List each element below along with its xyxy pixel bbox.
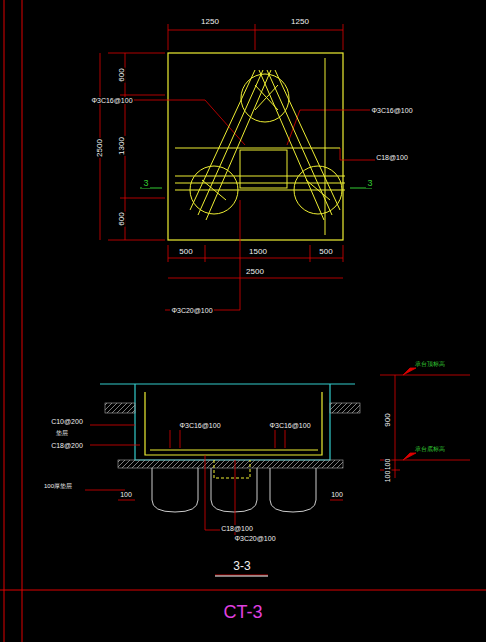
drawing-label: 100 bbox=[330, 491, 344, 498]
drawing-label: 3 bbox=[142, 179, 149, 188]
drawing-caption: CT-3 bbox=[222, 603, 263, 621]
drawing-label: 2500 bbox=[245, 268, 265, 276]
drawing-label: 1300 bbox=[118, 136, 126, 156]
drawing-label: 100 bbox=[119, 491, 133, 498]
drawing-label: 1250 bbox=[290, 18, 310, 26]
drawing-label: 500 bbox=[318, 248, 333, 256]
drawing-label: 500 bbox=[178, 248, 193, 256]
drawing-label: Φ3C16@100 bbox=[268, 422, 311, 429]
drawing-label: C10@200 bbox=[50, 418, 84, 425]
drawing-label: 600 bbox=[118, 67, 126, 82]
drawing-label: 3-3 bbox=[232, 560, 251, 572]
drawing-label: 承台底标高 bbox=[414, 446, 446, 452]
drawing-label: C18@100 bbox=[375, 154, 409, 161]
drawing-label: Φ3C16@100 bbox=[90, 97, 133, 104]
drawing-label: 垫层 bbox=[55, 430, 69, 436]
drawing-label: Φ3C20@100 bbox=[170, 307, 213, 314]
drawing-label: Φ3C20@100 bbox=[233, 535, 276, 542]
drawing-label: C18@100 bbox=[220, 525, 254, 532]
drawing-label: Φ3C16@100 bbox=[178, 422, 221, 429]
drawing-label: 600 bbox=[118, 211, 126, 226]
drawing-label: 3 bbox=[366, 179, 373, 188]
drawing-label: 100 bbox=[385, 469, 392, 483]
drawing-label: 100厚垫层 bbox=[43, 483, 73, 489]
drawing-label: 承台顶标高 bbox=[414, 361, 446, 367]
drawing-label: 900 bbox=[384, 412, 392, 427]
drawing-label: 1500 bbox=[248, 248, 268, 256]
drawing-label: 2500 bbox=[96, 138, 104, 158]
drawing-label: Φ3C16@100 bbox=[370, 107, 413, 114]
drawing-label: 1250 bbox=[200, 18, 220, 26]
drawing-label: C18@200 bbox=[50, 442, 84, 449]
